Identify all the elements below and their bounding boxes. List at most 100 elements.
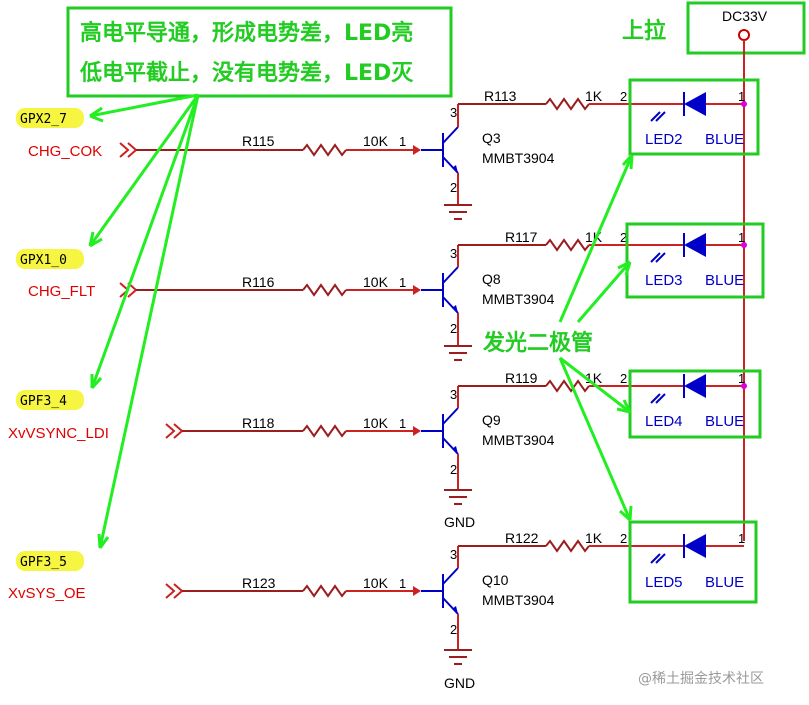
emitter-arrow-icon <box>452 606 458 614</box>
pin-number: 2 <box>450 321 457 336</box>
base-resistor-ref: R118 <box>242 415 275 431</box>
collector-resistor-ref: R122 <box>505 530 539 546</box>
arrowhead-icon <box>617 260 632 276</box>
gnd-label: GND <box>444 675 475 691</box>
arrowhead-icon <box>90 374 103 390</box>
transistor-ref: Q10 <box>482 572 509 588</box>
led-diode-icon <box>684 92 706 116</box>
arrow-to-led3 <box>576 261 632 323</box>
base-resistor-value: 10K <box>363 575 389 591</box>
pin-number: 3 <box>450 547 457 562</box>
pin-number: 3 <box>450 246 457 261</box>
note-led: 发光二极管 <box>482 330 593 356</box>
power-box <box>686 1 806 55</box>
signal-label: CHG_FLT <box>28 283 95 300</box>
pin-number: 1 <box>738 89 745 104</box>
channel-4: GPF3_5 XvSYS_OE R123 10K 1 3 2 Q10 MMBT3… <box>8 520 758 691</box>
transistor-collector <box>442 407 459 425</box>
channel-1: GPX2_7 CHG_COK R115 10K 1 3 2 Q3 MMBT390… <box>16 78 760 220</box>
pin-number: 1 <box>399 416 406 431</box>
arrow-to-gpio-1 <box>89 93 199 118</box>
pin-number: 2 <box>620 230 627 245</box>
led-color: BLUE <box>705 131 744 148</box>
junction-dot <box>741 383 747 389</box>
base-resistor-value: 10K <box>363 415 389 431</box>
annotation-arrows <box>88 93 200 549</box>
transistor-collector <box>442 266 459 284</box>
pin-number: 2 <box>620 89 627 104</box>
led-color: BLUE <box>705 574 744 591</box>
transistor-part: MMBT3904 <box>482 150 555 166</box>
light-emission-icon <box>650 111 666 122</box>
arrow-to-led5 <box>558 357 632 521</box>
base-resistor-ref: R123 <box>242 575 276 591</box>
channel-3: GPF3_4 XvVSYNC_LDI R118 10K 1 3 2 Q9 MMB… <box>8 369 762 530</box>
base-resistor-ref: R116 <box>242 274 275 290</box>
arrowhead-icon <box>97 533 110 549</box>
resistor-zigzag-icon <box>302 584 347 598</box>
junction-dot <box>741 242 747 248</box>
led-highlight-box <box>628 78 760 156</box>
pin-number: 2 <box>620 531 627 546</box>
resistor-zigzag-icon <box>302 283 347 297</box>
arrow-to-gpio-2 <box>88 94 200 247</box>
led-highlight-box <box>628 520 758 604</box>
pin-number: 3 <box>450 387 457 402</box>
collector-resistor-value: 1K <box>585 88 603 104</box>
gpio-badge <box>16 390 84 410</box>
resistor-zigzag-icon <box>302 143 347 157</box>
arrowhead-icon <box>621 153 634 170</box>
arrowhead-icon <box>89 106 104 123</box>
gpio-label: GPX2_7 <box>20 112 67 127</box>
pin-number: 2 <box>450 180 457 195</box>
channel-2: GPX1_0 CHG_FLT R116 10K 1 3 2 Q8 MMBT390… <box>16 222 765 361</box>
power-label: DC33V <box>722 8 768 24</box>
led-highlight-box <box>628 369 762 439</box>
arrow-to-led2 <box>558 154 634 323</box>
junction-dot <box>741 101 747 107</box>
pin-arrow-icon <box>413 586 421 596</box>
collector-resistor-value: 1K <box>585 530 603 546</box>
ground-icon <box>444 649 472 665</box>
emitter-arrow-icon <box>452 446 458 454</box>
note-pullup: 上拉 <box>622 18 666 44</box>
base-resistor-value: 10K <box>363 274 389 290</box>
gnd-label: GND <box>444 514 475 530</box>
net-arrow-icon <box>165 583 184 599</box>
pin-arrow-icon <box>413 145 421 155</box>
gpio-label: GPF3_5 <box>20 555 67 570</box>
arrow-to-gpio-3 <box>90 94 200 389</box>
annotation-box <box>66 6 453 98</box>
transistor-ref: Q9 <box>482 412 501 428</box>
gpio-badge <box>16 551 84 571</box>
pin-number: 1 <box>738 371 745 386</box>
light-emission-icon <box>650 553 666 564</box>
net-arrow-icon <box>165 423 184 439</box>
pin-number: 1 <box>399 275 406 290</box>
power-terminal <box>738 29 750 41</box>
collector-resistor-ref: R117 <box>505 229 538 245</box>
watermark: @稀土掘金技术社区 <box>638 671 764 687</box>
note-high-level: 高电平导通，形成电势差，LED亮 <box>80 20 413 46</box>
resistor-zigzag-icon <box>545 97 590 111</box>
net-arrow-icon <box>119 142 138 158</box>
led-annotation-arrows <box>558 153 634 522</box>
resistor-zigzag-icon <box>302 424 347 438</box>
pin-number: 1 <box>738 230 745 245</box>
base-resistor-ref: R115 <box>242 133 275 149</box>
light-emission-icon <box>650 393 666 404</box>
gpio-badge <box>16 108 84 128</box>
pin-number: 1 <box>399 576 406 591</box>
led-ref: LED3 <box>645 272 683 289</box>
led-ref: LED5 <box>645 574 683 591</box>
pin-number: 2 <box>450 622 457 637</box>
resistor-zigzag-icon <box>545 238 590 252</box>
pin-number: 2 <box>450 462 457 477</box>
arrow-to-gpio-4 <box>98 94 200 549</box>
light-emission-icon <box>650 252 666 263</box>
led-ref: LED2 <box>645 131 683 148</box>
led-ref: LED4 <box>645 413 683 430</box>
led-diode-icon <box>684 374 706 398</box>
gpio-label: GPX1_0 <box>20 253 67 268</box>
